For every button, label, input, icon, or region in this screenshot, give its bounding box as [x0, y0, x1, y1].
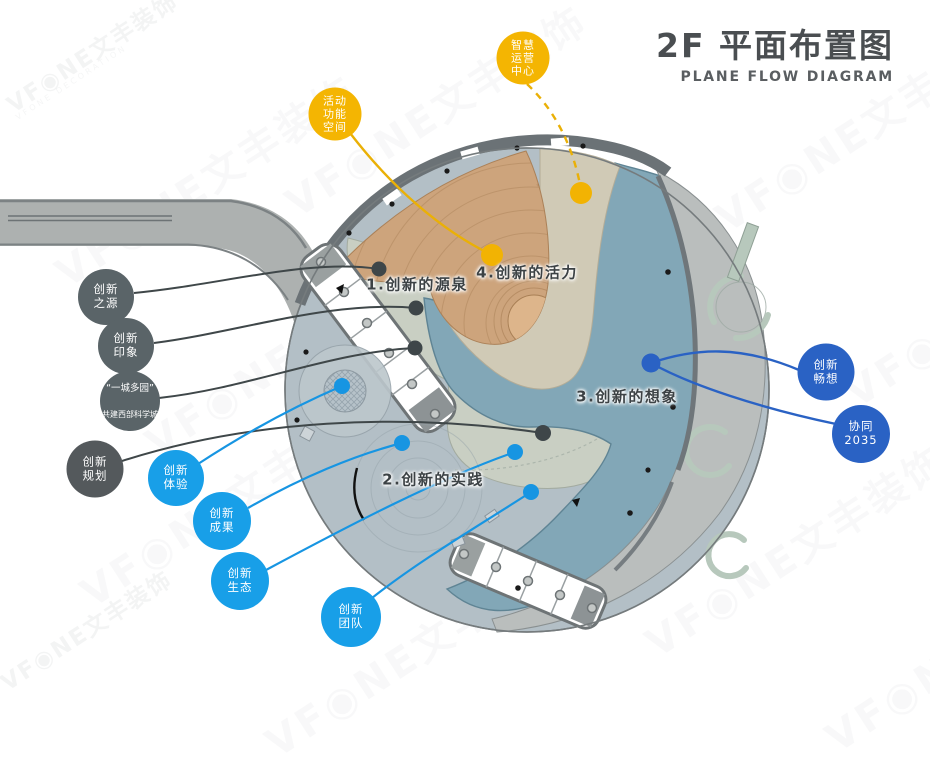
leader-smart-operations: [526, 83, 583, 191]
callout-activity-space: 活动 功能 空间: [308, 87, 362, 141]
leader-innovation-experience: [197, 384, 343, 465]
callout-innovation-source: 创新 之源: [78, 269, 134, 325]
zone-label-1: 1.创新的源泉: [366, 275, 468, 294]
leader-innovation-ecology: [265, 450, 516, 571]
callout-innovation-ecology: 创新 生态: [211, 552, 269, 610]
black-arc: [353, 467, 366, 521]
callout-one-city-line1: “一城多园”: [106, 382, 154, 394]
right-wall-lower: [613, 481, 674, 572]
right-wall: [655, 174, 698, 471]
dot-innovation-ecology: [507, 444, 523, 460]
celadon-dotted-line: [454, 431, 609, 471]
dot-innovation-team: [523, 484, 539, 500]
dot-activity-space: [481, 244, 503, 266]
dot-innovation-experience: [334, 378, 350, 394]
callout-innovation-team: 创新 团队: [321, 587, 381, 647]
zone-label-4: 4.创新的活力: [476, 263, 578, 282]
leader-innovation-planning: [121, 420, 544, 462]
callout-one-city-line2: 共建西部科学城: [102, 409, 158, 419]
road: [0, 199, 326, 345]
callout-smart-operations-center: 智慧 运营 中心: [496, 31, 550, 85]
zone-label-2: 2.创新的实践: [382, 470, 484, 489]
dot-smart-operations: [570, 182, 592, 204]
door-arrow: [572, 498, 580, 507]
rim-outline: [284, 147, 770, 633]
callout-one-city-text: “一城多园” 共建西部科学城: [102, 369, 158, 433]
road-edge-bottom: [0, 243, 289, 301]
callout-synergy-2035: 协同 2035: [832, 405, 890, 463]
road-surface: [0, 199, 326, 345]
terrace-circle: [715, 281, 767, 333]
page-title: 2F 平面布置图: [656, 26, 894, 65]
dot-innovation-achievement: [394, 435, 410, 451]
floor-plan: [0, 83, 837, 633]
core-south-columns: [458, 548, 598, 614]
leader-innovation-source: [133, 265, 380, 294]
dot-innovation-source: [371, 261, 387, 277]
dot-vision-synergy: [641, 353, 661, 373]
callout-innovation-vision: 创新 畅想: [797, 343, 855, 401]
title-block: 2F 平面布置图 PLANE FLOW DIAGRAM: [656, 26, 894, 86]
road-edge-top: [0, 199, 308, 249]
leader-synergy-2035: [650, 361, 837, 426]
dot-one-city: [407, 340, 423, 356]
callout-innovation-experience: 创新 体验: [148, 450, 204, 506]
callout-innovation-achievement: 创新 成果: [193, 492, 251, 550]
leader-lines: [121, 83, 837, 599]
leader-innovation-impression: [153, 305, 417, 344]
leader-activity-space: [349, 132, 493, 257]
column-dots: [294, 143, 676, 591]
leader-innovation-vision: [650, 350, 800, 372]
zone-label-3: 3.创新的想象: [576, 387, 678, 406]
leader-innovation-team: [371, 491, 532, 599]
door-arrow: [336, 284, 344, 294]
page-subtitle: PLANE FLOW DIAGRAM: [680, 69, 894, 86]
page: VF◉NE文丰装饰 VFONE DECORATION VF◉NE文丰装饰 VF◉…: [0, 0, 894, 697]
leader-one-city: [158, 347, 416, 399]
callout-innovation-impression: 创新 印象: [98, 318, 154, 374]
leader-dots: [334, 182, 661, 500]
callout-one-city-multi-park: “一城多园” 共建西部科学城: [100, 371, 160, 431]
leader-innovation-achievement: [247, 441, 403, 509]
callout-innovation-planning: 创新 规划: [66, 440, 124, 498]
dot-innovation-planning: [535, 425, 551, 441]
dot-innovation-impression: [408, 300, 424, 316]
